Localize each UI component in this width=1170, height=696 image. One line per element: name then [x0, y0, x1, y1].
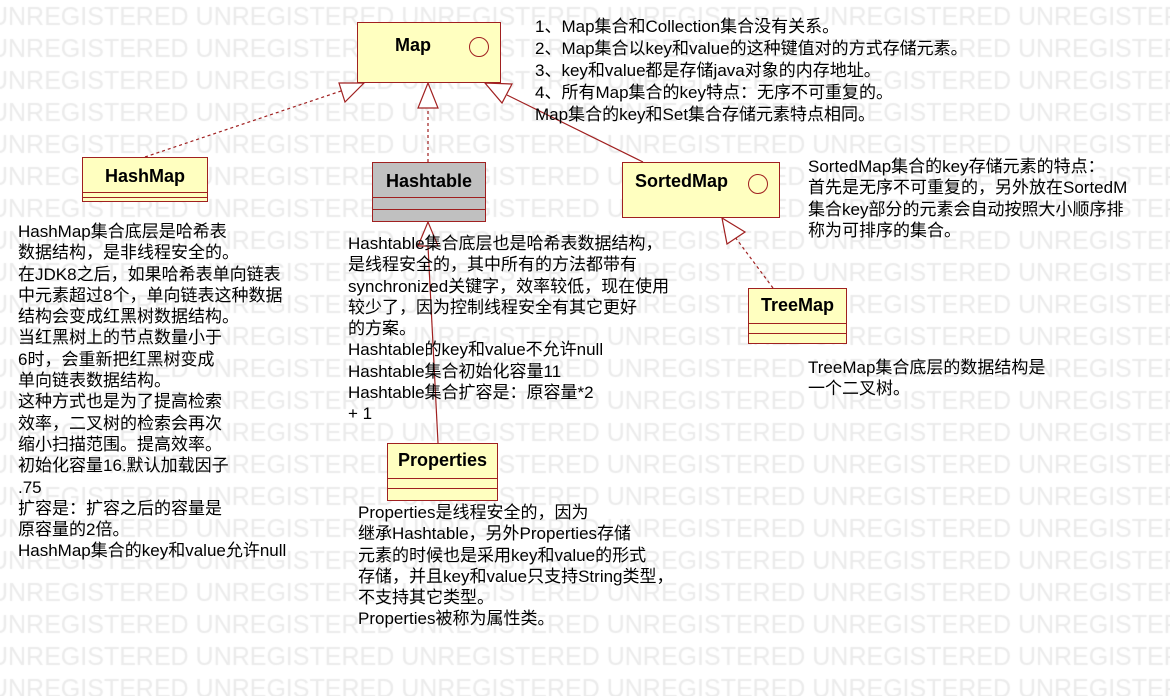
methods-compartment [749, 333, 846, 334]
class-name: Hashtable [385, 171, 473, 191]
note-line: 6时，会重新把红黑树变成 [18, 349, 215, 369]
note-line: 2、Map集合以key和value的这种键值对的方式存储元素。 [535, 39, 968, 58]
note-line: Properties是线程安全的，因为 [358, 503, 589, 522]
class-sortedmap[interactable]: SortedMap [622, 162, 780, 218]
note-line: 原容量的2倍。 [18, 520, 130, 540]
note-line: 1、Map集合和Collection集合没有关系。 [535, 17, 840, 36]
methods-compartment [388, 488, 497, 489]
note-line: 数据结构，是非线程安全的。 [18, 243, 239, 263]
class-hashtable[interactable]: Hashtable [372, 162, 486, 222]
note-line: 4、所有Map集合的key特点：无序不可重复的。 [535, 83, 893, 102]
note-line: 较少了，因为控制线程安全有其它更好 [348, 297, 637, 317]
class-hashmap[interactable]: HashMap [82, 157, 208, 202]
note-line: 不支持其它类型。 [358, 588, 494, 608]
interface-circle-icon [748, 174, 768, 194]
note-line: 一个二叉树。 [808, 379, 910, 399]
note-line: 这种方式也是为了提高检索 [18, 392, 222, 412]
hashmap-realizes-map [144, 87, 351, 158]
note-line: Map集合的key和Set集合存储元素特点相同。 [535, 105, 876, 124]
note-hashmap: HashMap集合底层是哈希表数据结构，是非线程安全的。在JDK8之后，如果哈希… [18, 221, 286, 562]
note-line: synchronized关键字，效率较低，现在使用 [348, 276, 670, 296]
class-name: Map [395, 35, 431, 55]
properties-extends-hashtable [427, 245, 439, 444]
note-line: 单向链表数据结构。 [18, 371, 171, 391]
sortedmap-arrowhead [483, 82, 513, 105]
class-map[interactable]: Map [357, 22, 501, 83]
note-line: 3、key和value都是存储java对象的内存地址。 [535, 61, 881, 80]
note-line: 存储，并且key和value只支持String类型， [358, 566, 674, 586]
note-line: 首先是无序不可重复的，另外放在SortedM [808, 178, 1128, 198]
note-line: 是线程安全的，其中所有的方法都带有 [348, 255, 637, 275]
methods-compartment [83, 197, 207, 198]
note-properties: Properties是线程安全的，因为继承Hashtable，另外Propert… [358, 502, 674, 630]
note-line: + 1 [348, 404, 373, 424]
note-map: 1、Map集合和Collection集合没有关系。 2、Map集合以key和val… [535, 16, 968, 126]
note-line: 继承Hashtable，另外Properties存储 [358, 524, 632, 544]
note-line: 缩小扫描范围。提高效率。 [18, 434, 222, 454]
note-line: Hashtable的key和value不允许null [348, 340, 604, 360]
note-hashtable: Hashtable集合底层也是哈希表数据结构， 是线程安全的，其中所有的方法都带有… [348, 233, 669, 425]
hashmap-arrowhead [338, 82, 366, 104]
note-line: Hashtable集合扩容是：原容量*2 [348, 383, 594, 403]
note-line: 初始化容量16.默认加载因子 [18, 456, 229, 476]
class-name: Properties [397, 450, 488, 470]
note-line: 中元素超过8个，单向链表这种数据 [18, 285, 283, 305]
attributes-compartment [373, 197, 485, 198]
note-line: 集合key部分的元素会自动按照大小顺序排 [808, 199, 1124, 219]
methods-compartment [373, 209, 485, 210]
treemap-realizes-sortedmap [734, 236, 774, 289]
note-treemap: TreeMap集合底层的数据结构是一个二叉树。 [808, 357, 1045, 400]
note-sortedmap: SortedMap集合的key存储元素的特点： 首先是无序不可重复的，另外放在So… [808, 156, 1127, 241]
treemap-arrowhead [721, 216, 747, 246]
note-line: 当红黑树上的节点数量小于 [18, 328, 222, 348]
attributes-compartment [388, 478, 497, 479]
note-line: 元素的时候也是采用key和value的形式 [358, 545, 647, 565]
note-line: HashMap集合底层是哈希表 [18, 222, 227, 241]
note-line: 称为可排序的集合。 [808, 220, 961, 240]
note-line: 在JDK8之后，如果哈希表单向链表 [18, 264, 281, 284]
note-line: 效率，二叉树的检索会再次 [18, 413, 222, 433]
note-line: 结构会变成红黑树数据结构。 [18, 307, 239, 327]
note-line: TreeMap集合底层的数据结构是 [808, 358, 1046, 377]
class-name: HashMap [104, 166, 185, 186]
class-name: TreeMap [760, 295, 835, 315]
hashtable-arrowhead [417, 81, 439, 109]
note-line: .75 [18, 477, 42, 497]
note-line: 的方案。 [348, 319, 416, 339]
note-line: 扩容是：扩容之后的容量是 [18, 498, 222, 518]
note-line: Hashtable集合底层也是哈希表数据结构， [348, 234, 663, 253]
attributes-compartment [749, 323, 846, 324]
class-treemap[interactable]: TreeMap [748, 288, 847, 344]
interface-circle-icon [469, 37, 489, 57]
note-line: Properties被称为属性类。 [358, 609, 555, 629]
note-line: HashMap集合的key和value允许null [18, 541, 287, 561]
note-line: SortedMap集合的key存储元素的特点： [808, 157, 1105, 176]
class-properties[interactable]: Properties [387, 443, 498, 501]
attributes-compartment [83, 192, 207, 193]
class-name: SortedMap [635, 171, 729, 191]
sortedmap-extends-map [506, 94, 644, 163]
note-line: Hashtable集合初始化容量11 [348, 361, 562, 381]
properties-arrowhead [417, 220, 439, 247]
